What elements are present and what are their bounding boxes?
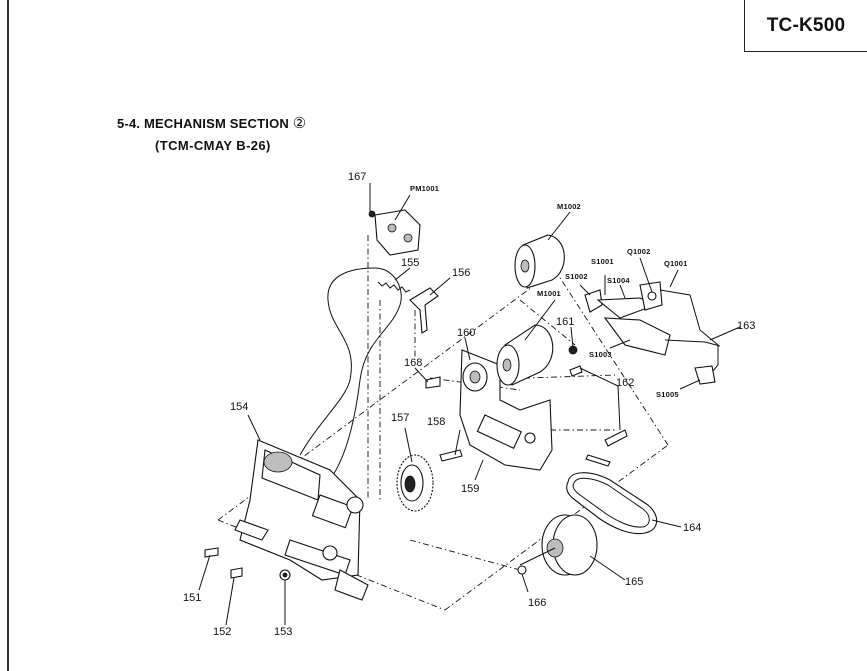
callout-s1001: S1001 [591,257,614,266]
callout-s1003: S1003 [589,350,612,359]
callout-s1002: S1002 [565,272,588,281]
belt-path-outline [299,267,402,491]
callout-m1002: M1002 [557,202,581,211]
callout-165: 165 [625,576,643,588]
motor-m1002 [514,234,565,289]
screws [204,345,628,581]
model-number: TC-K500 [766,14,846,36]
lever-156 [409,287,439,334]
section-title-text: 5-4. MECHANISM SECTION [117,116,289,131]
mechanism-model-subtitle: (TCM-CMAY B-26) [155,138,271,153]
callout-167: 167 [348,171,366,183]
callout-160: 160 [457,327,475,339]
callout-leader-lines [198,183,741,626]
callout-162: 162 [616,377,634,389]
model-number-box: TC-K500 [744,0,867,52]
callout-164: 164 [683,522,701,534]
section-number-badge: ② [292,115,307,132]
callout-s1005: S1005 [656,390,679,399]
gear-157 [396,454,434,512]
callout-154: 154 [230,401,248,413]
callout-168: 168 [404,357,422,369]
callout-166: 166 [528,597,546,609]
flywheel-165 [519,514,598,576]
section-title: 5-4. MECHANISM SECTION ② [117,114,306,132]
motor-m1001 [496,324,554,386]
callout-pm1001: PM1001 [410,184,439,193]
belt-164 [566,472,658,535]
callout-m1001: M1001 [537,289,561,298]
callout-q1002: Q1002 [627,247,651,256]
callout-q1001: Q1001 [664,259,688,268]
callout-159: 159 [461,483,479,495]
callout-155: 155 [401,257,419,269]
callout-156: 156 [452,267,470,279]
page-margin-line [7,0,9,671]
main-chassis-154 [234,439,369,601]
callout-161: 161 [556,316,574,328]
callout-151: 151 [183,592,201,604]
spring-155 [377,281,411,293]
callout-153: 153 [274,626,292,638]
callout-labels: 167 PM1001 M1002 155 156 S1001 Q1002 Q10… [183,171,755,638]
switch-board-assembly [584,281,721,385]
sub-chassis-160 [459,349,553,471]
callout-s1004: S1004 [607,276,630,285]
callout-157: 157 [391,412,409,424]
plunger-solenoid-pm1001 [368,209,421,256]
callout-152: 152 [213,626,231,638]
callout-163: 163 [737,320,755,332]
callout-158: 158 [427,416,445,428]
